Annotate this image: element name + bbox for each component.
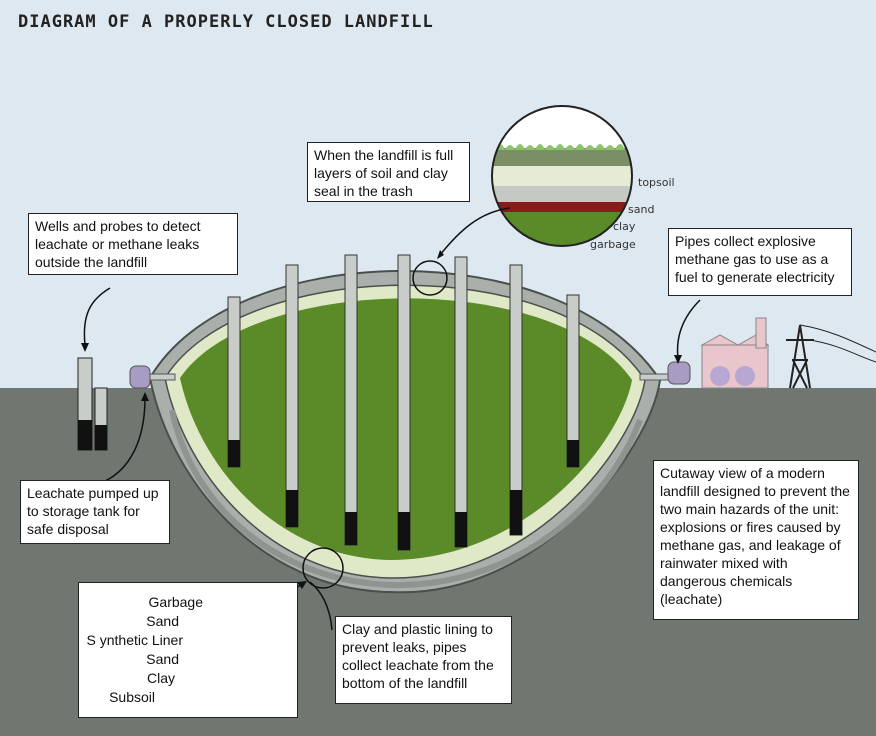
callout-gas-pipes: Pipes collect explosive methane gas to u… bbox=[668, 228, 852, 296]
bottom-layer-garbage: Garbage bbox=[148, 594, 203, 610]
diagram-title: DIAGRAM OF A PROPERLY CLOSED LANDFILL bbox=[18, 12, 434, 32]
layer-label-sand: sand bbox=[628, 203, 655, 216]
callout-wells-probes: Wells and probes to detect leachate or m… bbox=[28, 213, 238, 275]
bottom-zoom-spot bbox=[302, 547, 344, 589]
bottom-layer-synthetic-liner: S ynthetic Liner bbox=[86, 632, 184, 648]
leachate-storage-tank bbox=[129, 365, 176, 389]
layer-label-clay: clay bbox=[613, 220, 636, 233]
well-6 bbox=[509, 264, 523, 536]
layer-label-topsoil: topsoil bbox=[638, 176, 675, 189]
bottom-layer-sand-1: Sand bbox=[146, 613, 179, 629]
well-5 bbox=[454, 256, 468, 548]
power-plant bbox=[700, 317, 770, 389]
bottom-layer-sand-2: Sand bbox=[146, 651, 179, 667]
well-1 bbox=[227, 296, 241, 468]
transmission-tower bbox=[786, 324, 876, 389]
callout-leachate-pumped: Leachate pumped up to storage tank for s… bbox=[20, 480, 170, 544]
callout-landfill-full: When the landfill is full layers of soil… bbox=[307, 142, 470, 202]
bottom-layers-panel: Garbage Sand S ynthetic Liner Sand Clay … bbox=[78, 582, 298, 718]
well-2 bbox=[285, 264, 299, 528]
leader-arrows bbox=[83, 207, 701, 631]
callout-clay-plastic-lining: Clay and plastic lining to prevent leaks… bbox=[335, 616, 512, 704]
well-4 bbox=[397, 254, 411, 551]
callout-cutaway-view: Cutaway view of a modern landfill design… bbox=[653, 460, 859, 620]
well-7 bbox=[566, 294, 580, 468]
layer-label-garbage: garbage bbox=[590, 238, 636, 251]
methane-wells bbox=[227, 254, 580, 551]
bottom-layer-subsoil: Subsoil bbox=[109, 689, 155, 705]
monitoring-probes bbox=[77, 357, 108, 451]
bottom-layer-clay: Clay bbox=[146, 670, 175, 686]
top-zoom-spot bbox=[412, 260, 448, 296]
well-3 bbox=[344, 254, 358, 546]
leachate-collection-pipe bbox=[169, 409, 643, 589]
gas-pipe-to-plant bbox=[639, 361, 691, 385]
